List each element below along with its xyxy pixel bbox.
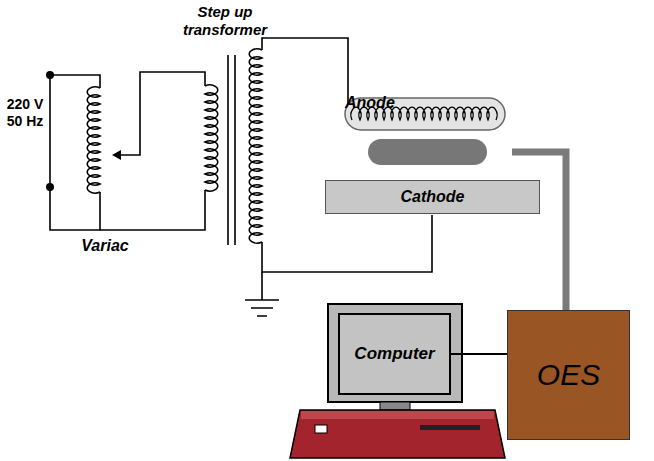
node-label: Cathode — [401, 188, 465, 206]
optical-fiber — [512, 152, 566, 310]
base-top-face — [301, 411, 494, 419]
terminal-dot — [46, 183, 54, 191]
node-label: OES — [537, 358, 600, 393]
variac-coil — [87, 87, 100, 193]
anode-wire — [262, 38, 352, 120]
computer-screen: Computer — [338, 313, 451, 395]
secondary-coil — [249, 49, 262, 243]
terminal-dot — [46, 71, 54, 79]
oes-box: OES — [507, 310, 630, 440]
monitor-neck — [380, 402, 410, 410]
cathode-wire — [262, 215, 432, 272]
node-label: Computer — [354, 344, 434, 364]
cathode-plate: Cathode — [325, 180, 540, 214]
transformer-core — [228, 55, 235, 245]
variac-wiper-wire — [120, 72, 205, 155]
drive-strip — [420, 425, 480, 430]
primary-coil — [205, 85, 218, 191]
node-label: Anode — [345, 94, 395, 112]
monitor-frame — [328, 304, 462, 402]
primary-return-wire — [100, 190, 205, 230]
ground-symbol — [245, 272, 279, 316]
variac-label: Variac — [70, 236, 140, 255]
connector-line — [451, 353, 507, 355]
computer-base — [290, 410, 505, 458]
drive-slot — [315, 425, 327, 433]
wires — [50, 38, 432, 316]
variac-loop — [50, 75, 100, 230]
plasma-glow — [368, 139, 487, 165]
wiper-arrowhead — [112, 150, 121, 160]
supply-label: 220 V 50 Hz — [4, 96, 46, 130]
anode-heading: Anode — [345, 76, 505, 130]
transformer-label: Step up transformer — [175, 3, 275, 39]
